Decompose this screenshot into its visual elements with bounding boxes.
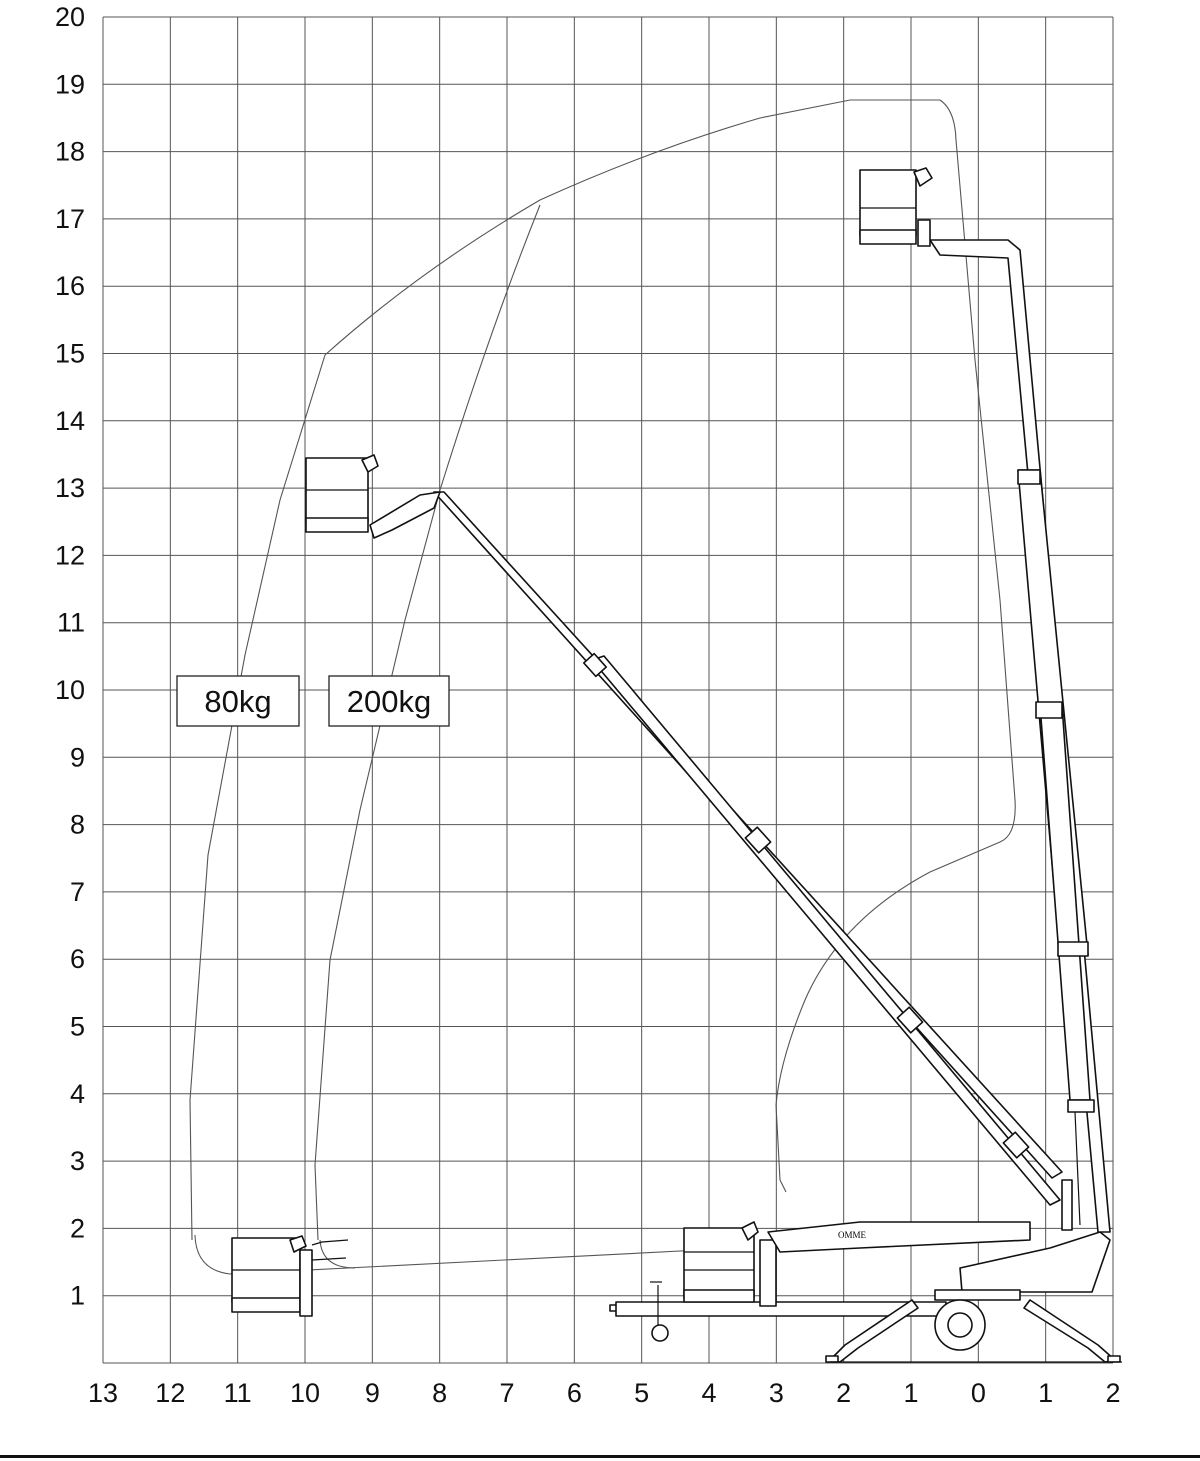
basket-low-reach — [231, 1235, 349, 1317]
y-tick-label: 5 — [70, 1012, 85, 1042]
envelope-200kg — [314, 204, 541, 1269]
y-tick-label: 2 — [70, 1213, 85, 1243]
x-tick-label: 2 — [836, 1378, 851, 1408]
y-tick-label: 17 — [55, 204, 85, 234]
y-tick-label: 11 — [57, 608, 85, 638]
label-200kg-text: 200kg — [347, 684, 431, 719]
x-tick-label: 11 — [224, 1378, 252, 1408]
x-tick-label: 2 — [1105, 1378, 1120, 1408]
x-tick-label: 10 — [290, 1378, 320, 1408]
envelope-80kg — [189, 99, 1016, 1275]
x-tick-label: 5 — [634, 1378, 649, 1408]
x-tick-label: 9 — [365, 1378, 380, 1408]
x-tick-label: 6 — [567, 1378, 582, 1408]
label-200kg: 200kg — [328, 675, 450, 727]
y-tick-label: 7 — [70, 877, 85, 907]
y-tick-label: 12 — [55, 540, 85, 570]
boom-diagonal — [369, 491, 1063, 1206]
y-tick-label: 9 — [70, 742, 85, 772]
basket-mid-reach — [305, 454, 379, 533]
x-tick-label: 3 — [769, 1378, 784, 1408]
y-tick-label: 4 — [70, 1079, 85, 1109]
y-tick-label: 14 — [55, 406, 85, 436]
x-tick-label: 4 — [701, 1378, 716, 1408]
x-tick-label: 1 — [903, 1378, 918, 1408]
basket-transport — [683, 1221, 759, 1303]
y-tick-label: 6 — [70, 944, 85, 974]
y-tick-label: 20 — [55, 2, 85, 32]
y-tick-label: 13 — [55, 473, 85, 503]
label-80kg-text: 80kg — [204, 684, 271, 719]
brand-label: OMME — [838, 1230, 867, 1240]
y-tick-label: 15 — [55, 339, 85, 369]
y-tick-label: 8 — [70, 810, 85, 840]
basket-max-height — [859, 167, 933, 247]
y-tick-label: 19 — [55, 69, 85, 99]
y-tick-label: 16 — [55, 271, 85, 301]
x-tick-label: 12 — [155, 1378, 185, 1408]
machine-base: OMME — [609, 1221, 1122, 1363]
bottom-rule — [0, 1455, 1200, 1458]
x-tick-label: 0 — [971, 1378, 986, 1408]
x-tick-label: 8 — [432, 1378, 447, 1408]
boom-vertical — [929, 239, 1111, 1233]
y-tick-label: 18 — [55, 137, 85, 167]
y-tick-label: 1 — [70, 1281, 85, 1311]
y-tick-label: 10 — [55, 675, 85, 705]
x-tick-label: 1 — [1038, 1378, 1053, 1408]
y-tick-label: 3 — [70, 1146, 85, 1176]
x-tick-label: 13 — [88, 1378, 118, 1408]
x-tick-label: 7 — [499, 1378, 514, 1408]
grid — [102, 16, 1114, 1364]
label-80kg: 80kg — [176, 675, 300, 727]
